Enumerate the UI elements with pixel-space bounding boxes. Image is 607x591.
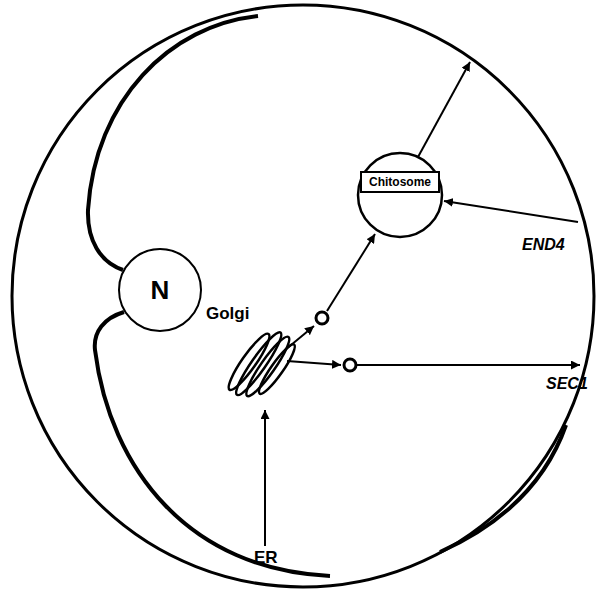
organelle-label: Golgi: [206, 304, 249, 324]
chitosome-vesicle: [358, 153, 442, 237]
er-membrane: [88, 16, 258, 270]
cell-wall: [12, 5, 594, 587]
nucleus-label: N: [151, 275, 170, 306]
transport-vesicle: [344, 359, 356, 371]
er-membrane: [440, 425, 566, 552]
nucleus-circle: N: [118, 248, 202, 332]
golgi-stack: [224, 323, 301, 409]
flow-arrows: [265, 62, 580, 546]
organelle-label: ER: [254, 548, 278, 568]
er-membrane: [95, 312, 330, 576]
organelle-box: Chitosome: [360, 171, 440, 193]
gene-label: END4: [522, 236, 565, 254]
transport-vesicle: [316, 312, 328, 324]
organelle-name: Chitosome: [369, 175, 431, 189]
gene-label: SEC1: [546, 375, 588, 393]
